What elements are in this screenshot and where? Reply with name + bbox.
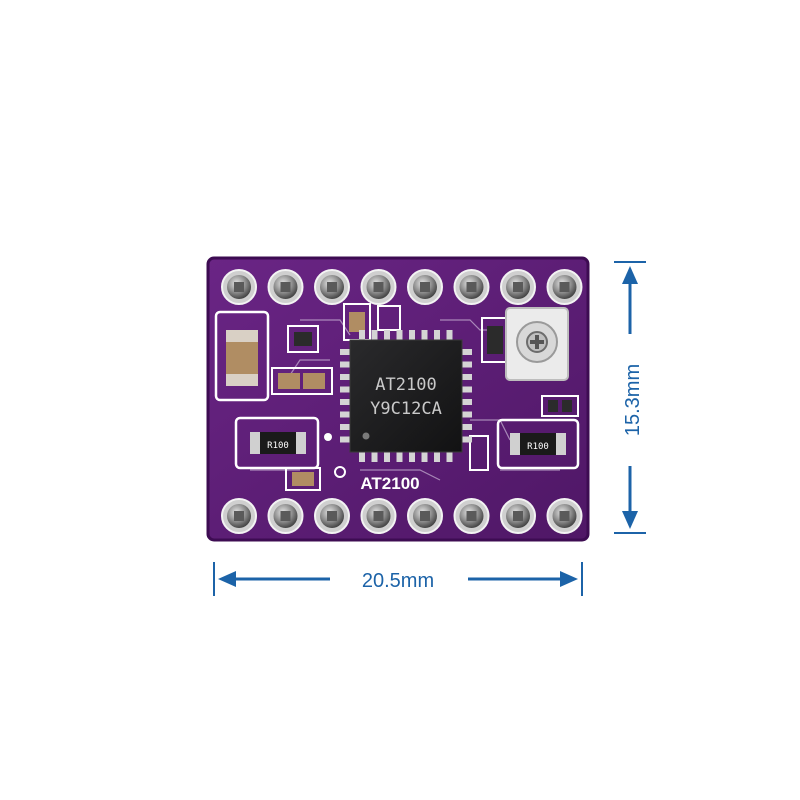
header-pin-top-5 (407, 269, 443, 305)
chip-lead (462, 386, 472, 393)
header-pin-top-2 (267, 269, 304, 305)
chip-lead (359, 330, 365, 340)
chip-lead (340, 436, 350, 443)
chip-lead (462, 374, 472, 380)
header-pin-bottom-8 (546, 498, 583, 534)
header-pin-bottom-5 (407, 498, 443, 534)
chip-marking-line1: AT2100 (375, 375, 436, 395)
chip-pin1-dot (362, 432, 370, 440)
header-pin-top-3 (314, 269, 350, 305)
chip-lead (371, 330, 378, 340)
chip-marking-line2: Y9C12CA (370, 399, 442, 419)
header-pin-top-8 (546, 269, 583, 305)
height-dimension: 15.3mm (614, 261, 646, 534)
chip-lead (340, 374, 350, 380)
chip-lead (340, 386, 350, 393)
chip-lead (340, 361, 350, 368)
height-label: 15.3mm (622, 364, 644, 436)
board-label: AT2100 (360, 474, 419, 493)
chip-lead (340, 399, 350, 405)
chip-lead (434, 330, 440, 340)
header-pin-top-1 (221, 269, 257, 305)
chip-lead (340, 411, 350, 418)
chip-lead (396, 330, 403, 340)
capacitor-left (214, 310, 270, 402)
chip-lead (462, 349, 472, 355)
chip-lead (340, 349, 350, 355)
chip-lead (446, 330, 453, 340)
chip-pins (340, 330, 472, 462)
driver-chip: AT2100 Y9C12CA (340, 330, 472, 462)
chip-lead (421, 452, 428, 462)
chip-lead (462, 399, 472, 405)
header-pins-bottom (221, 498, 583, 534)
chip-lead (434, 452, 440, 462)
chip-lead (371, 452, 378, 462)
header-pin-top-6 (453, 269, 490, 305)
chip-lead (446, 452, 453, 462)
chip-lead (396, 452, 403, 462)
chip-lead (340, 424, 350, 430)
resistor-left: R100 (234, 416, 320, 470)
width-label: 20.5mm (362, 570, 434, 592)
board-marking: AT2100 (334, 466, 420, 493)
chip-lead (462, 411, 472, 418)
chip-lead (462, 436, 472, 443)
chip-lead (421, 330, 428, 340)
header-pin-bottom-6 (453, 498, 490, 534)
header-pin-bottom-4 (360, 498, 397, 534)
resistor-left-label: R100 (267, 441, 289, 451)
chip-lead (359, 452, 365, 462)
smd-components (271, 303, 579, 491)
potentiometer (505, 307, 569, 381)
header-pin-bottom-2 (267, 498, 304, 534)
header-pin-bottom-7 (500, 498, 536, 534)
header-pin-top-4 (360, 269, 397, 305)
chip-lead (384, 330, 390, 340)
header-pins-top (221, 269, 583, 305)
chip-lead (409, 330, 415, 340)
chip-lead (384, 452, 390, 462)
chip-lead (462, 424, 472, 430)
resistor-right: R100 (496, 418, 580, 470)
header-pin-top-7 (500, 269, 536, 305)
width-dimension: 20.5mm (213, 562, 583, 596)
resistor-right-label: R100 (527, 442, 549, 452)
header-pin-bottom-3 (314, 498, 350, 534)
chip-lead (409, 452, 415, 462)
chip-lead (462, 361, 472, 368)
header-pin-bottom-1 (221, 498, 257, 534)
